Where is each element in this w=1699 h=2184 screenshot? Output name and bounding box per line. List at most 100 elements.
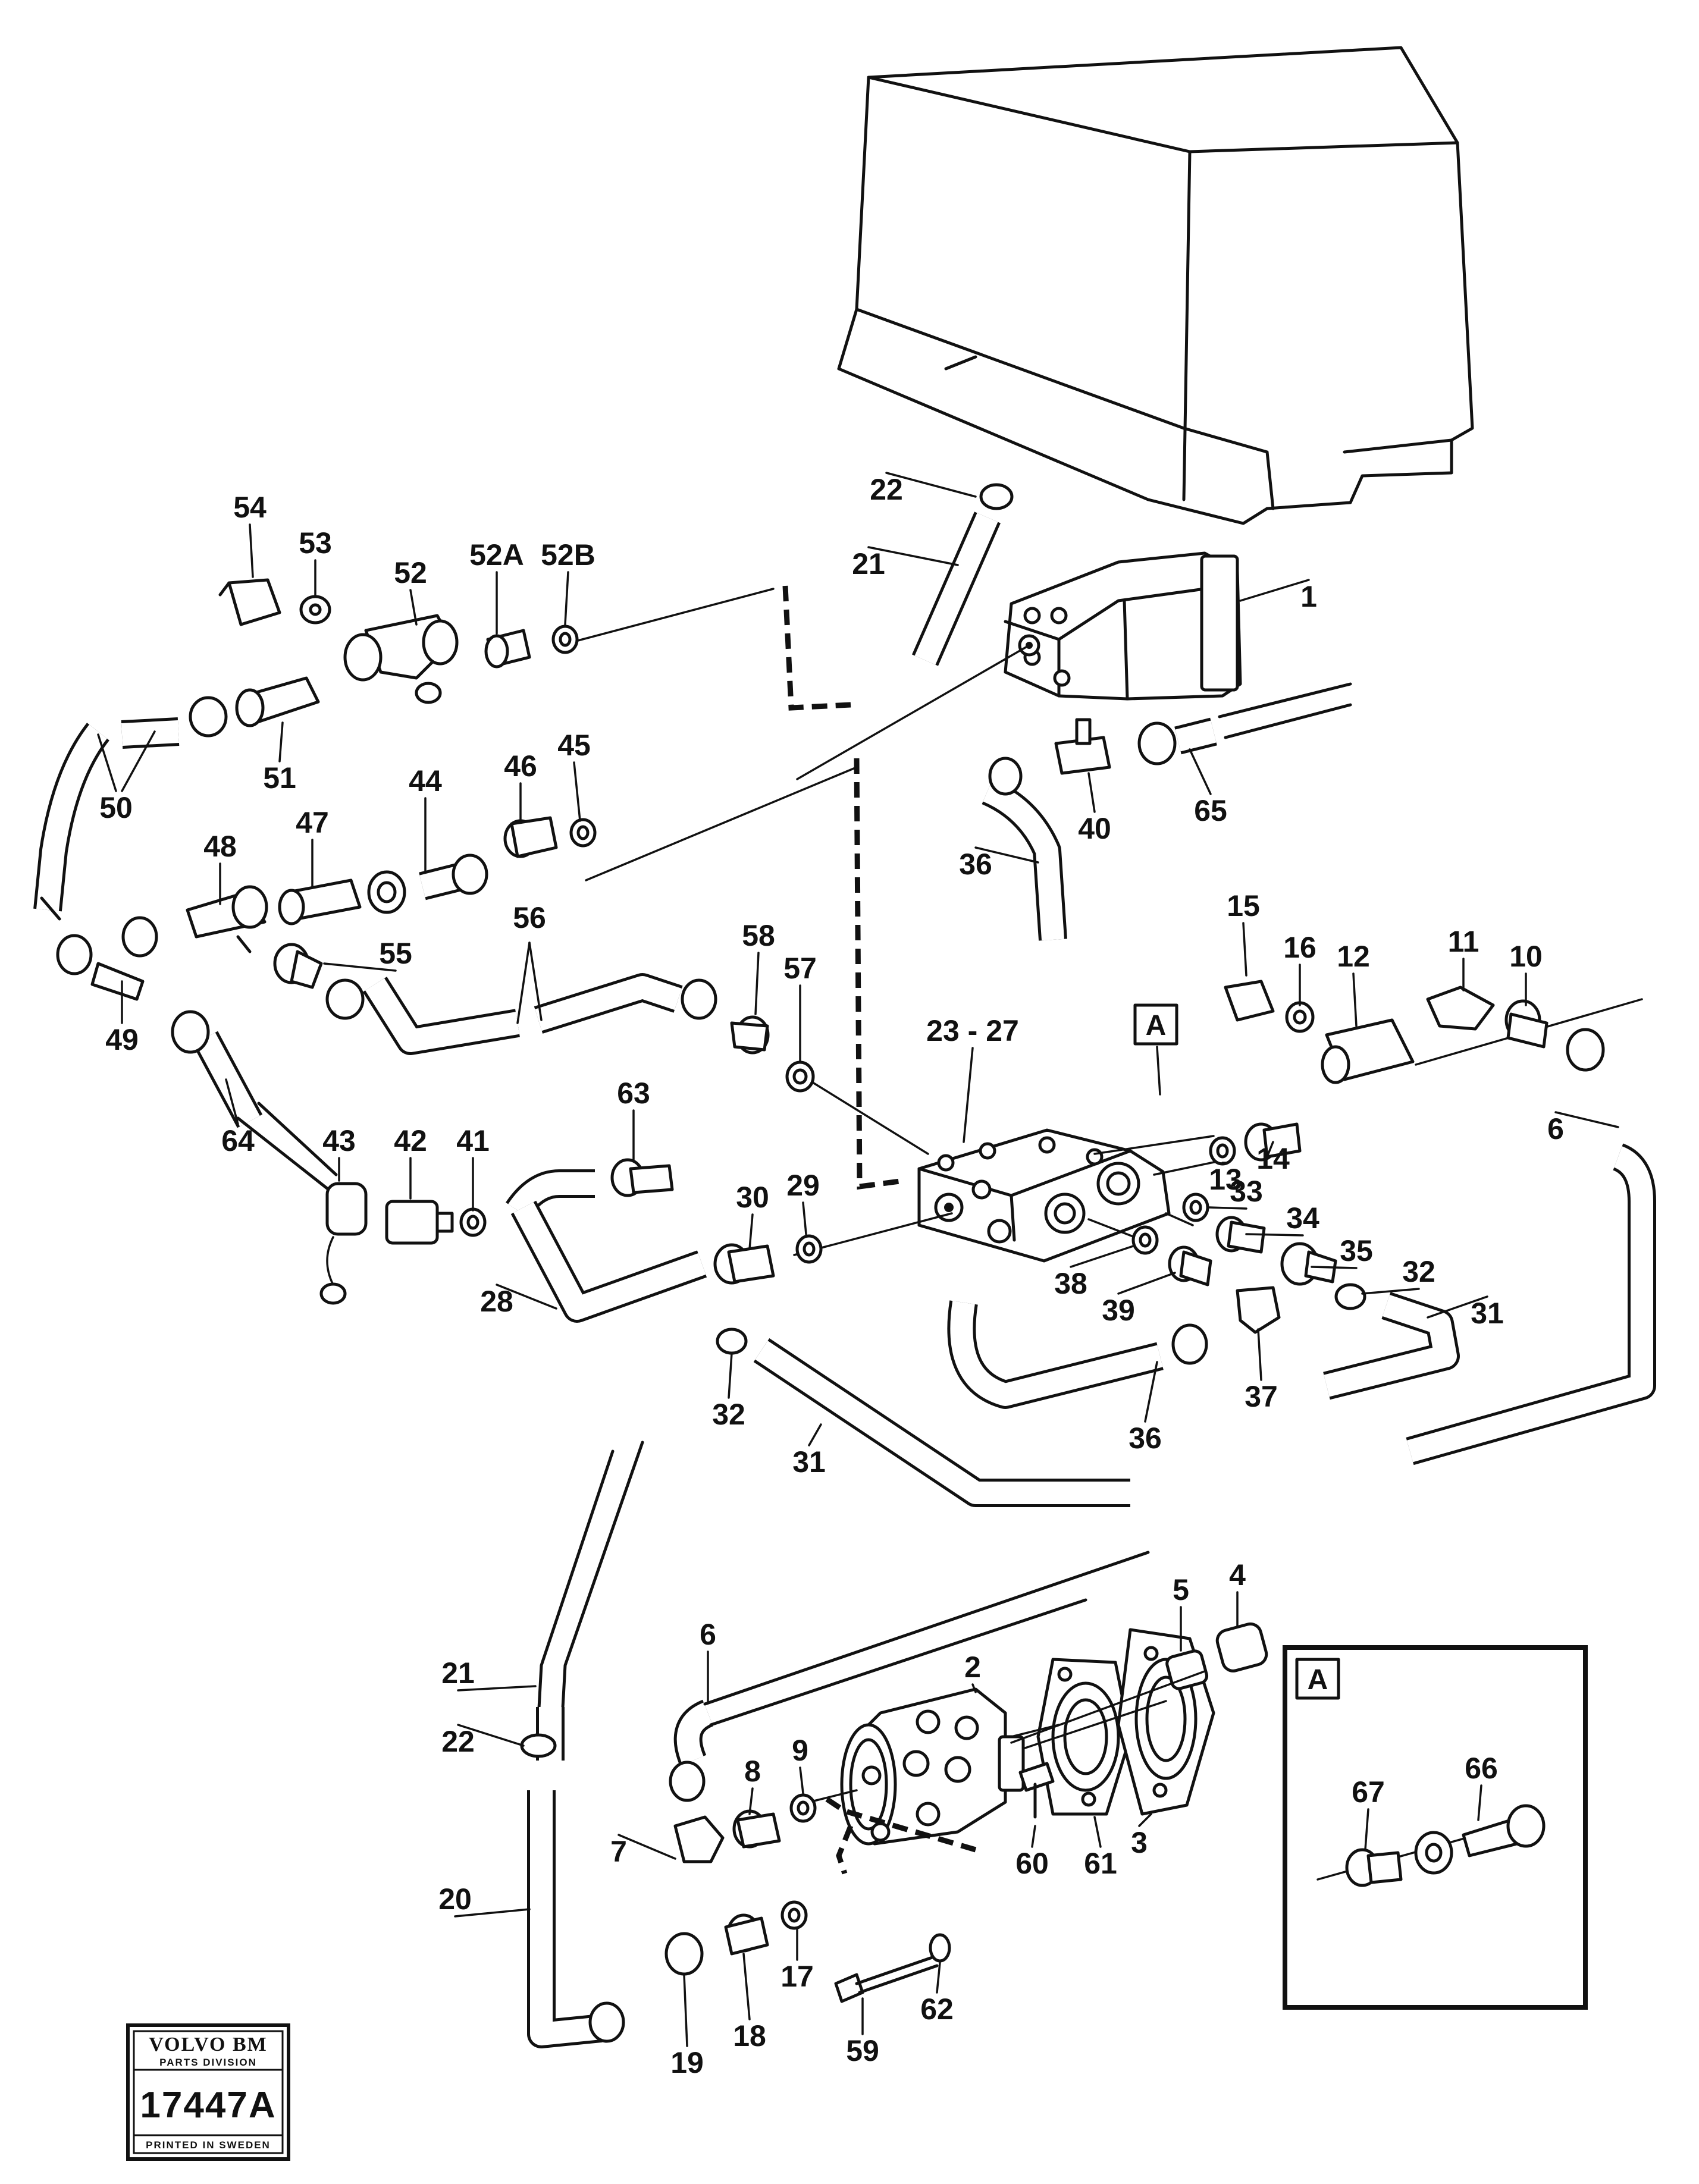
callout-a: A [1133,1003,1178,1096]
leader-line [278,721,284,762]
part-label: 51 [263,761,296,795]
pump-part-1 [1004,551,1242,701]
part-label: 61 [1084,1847,1117,1880]
part-label: 55 [379,937,412,970]
part-label: 60 [1015,1847,1049,1880]
leader-line [867,546,959,566]
leader-line [728,1352,733,1399]
part-label: 67 [1352,1775,1385,1809]
part-label: 63 [617,1077,650,1110]
part-label: 31 [1471,1297,1504,1330]
part-label: 23 - 27 [926,1014,1019,1047]
part-label: 11 [1448,925,1479,958]
part-label: 58 [742,919,775,952]
leader-line [1477,1784,1482,1821]
part-label: 53 [299,526,332,560]
leader-line [1242,922,1247,977]
leader-line [573,761,581,822]
part-label: 37 [1245,1380,1278,1413]
leader-line [808,1423,822,1446]
leader-line [974,846,1039,864]
leader-line [457,1724,525,1747]
part-label: 46 [504,749,537,783]
part-label: 16 [1283,931,1316,964]
leader-line [457,1685,537,1692]
part-label: 52B [541,538,595,572]
part-label: 52 [394,556,427,589]
leader-line [885,472,977,498]
leader-line [748,1213,754,1250]
leader-line [683,1973,688,2047]
leader-line [496,1284,557,1310]
part-label: 47 [296,806,329,839]
leader-line [1311,1266,1358,1269]
fittings [56,483,1605,2043]
leader-line [1257,1328,1262,1381]
part-label: 29 [786,1169,820,1202]
part-label: 56 [513,901,546,934]
part-label: 9 [792,1734,808,1767]
dashed-lines [782,585,977,1875]
part-label: 6 [1547,1112,1564,1146]
leader-line [617,1834,676,1860]
leader-line [1266,1141,1274,1158]
leader-line [1093,1816,1102,1848]
leader-line [121,730,156,792]
part-label: 6 [700,1618,716,1651]
part-label: 17 [780,1960,814,1993]
steering-unit-part-2 [840,1687,1025,1846]
part-label: 48 [203,830,237,863]
cap-part-4 [1215,1622,1268,1672]
leader-line [1189,748,1212,795]
part-label: 28 [480,1285,513,1318]
part-label: 5 [1173,1573,1189,1606]
leader-line [323,962,397,972]
part-label: 31 [792,1445,826,1479]
bushing-part-5 [1165,1649,1209,1690]
gearbox-housing [837,46,1474,525]
flange-part-61 [1036,1658,1132,1816]
leader-line [1427,1295,1488,1319]
part-label: 22 [870,473,903,506]
part-label: 36 [1129,1422,1162,1455]
part-label: 52A [469,538,524,572]
part-label: 32 [1402,1255,1435,1288]
part-label: 38 [1054,1267,1087,1300]
part-label: 33 [1230,1175,1263,1208]
part-label: 15 [1227,889,1260,922]
leader-line [742,1953,751,2020]
leader-line [936,1962,941,1994]
leader-line [1031,1825,1036,1848]
part-label: 34 [1286,1201,1319,1235]
leader-line [516,942,531,1024]
inset-a-letter: A [1308,1664,1328,1696]
part-label: 22 [441,1725,475,1758]
part-label: 42 [394,1124,427,1157]
part-label: 2 [964,1650,981,1684]
part-label: 20 [438,1882,472,1916]
part-label: 12 [1337,940,1370,973]
leader-line [225,1078,239,1125]
leader-line [564,571,569,626]
leader-line [1239,579,1310,602]
leader-line [97,733,117,792]
leader-line [748,1787,754,1815]
part-label: 10 [1509,940,1543,973]
part-label: 36 [959,848,992,881]
part-label: 39 [1102,1294,1135,1327]
stamp-number: 17447A [140,2085,276,2126]
leader-line [802,1201,807,1235]
leader-line [1352,972,1358,1027]
part-label: 1 [1300,580,1317,613]
leader-line [1144,1361,1158,1423]
part-label: 14 [1256,1142,1290,1175]
part-label: 54 [233,491,267,524]
part-label: 7 [610,1835,627,1868]
part-label: 64 [221,1124,255,1157]
part-label: 57 [783,952,817,985]
part-label: 30 [736,1181,769,1214]
leader-line [1087,772,1096,813]
leader-line [249,523,254,578]
